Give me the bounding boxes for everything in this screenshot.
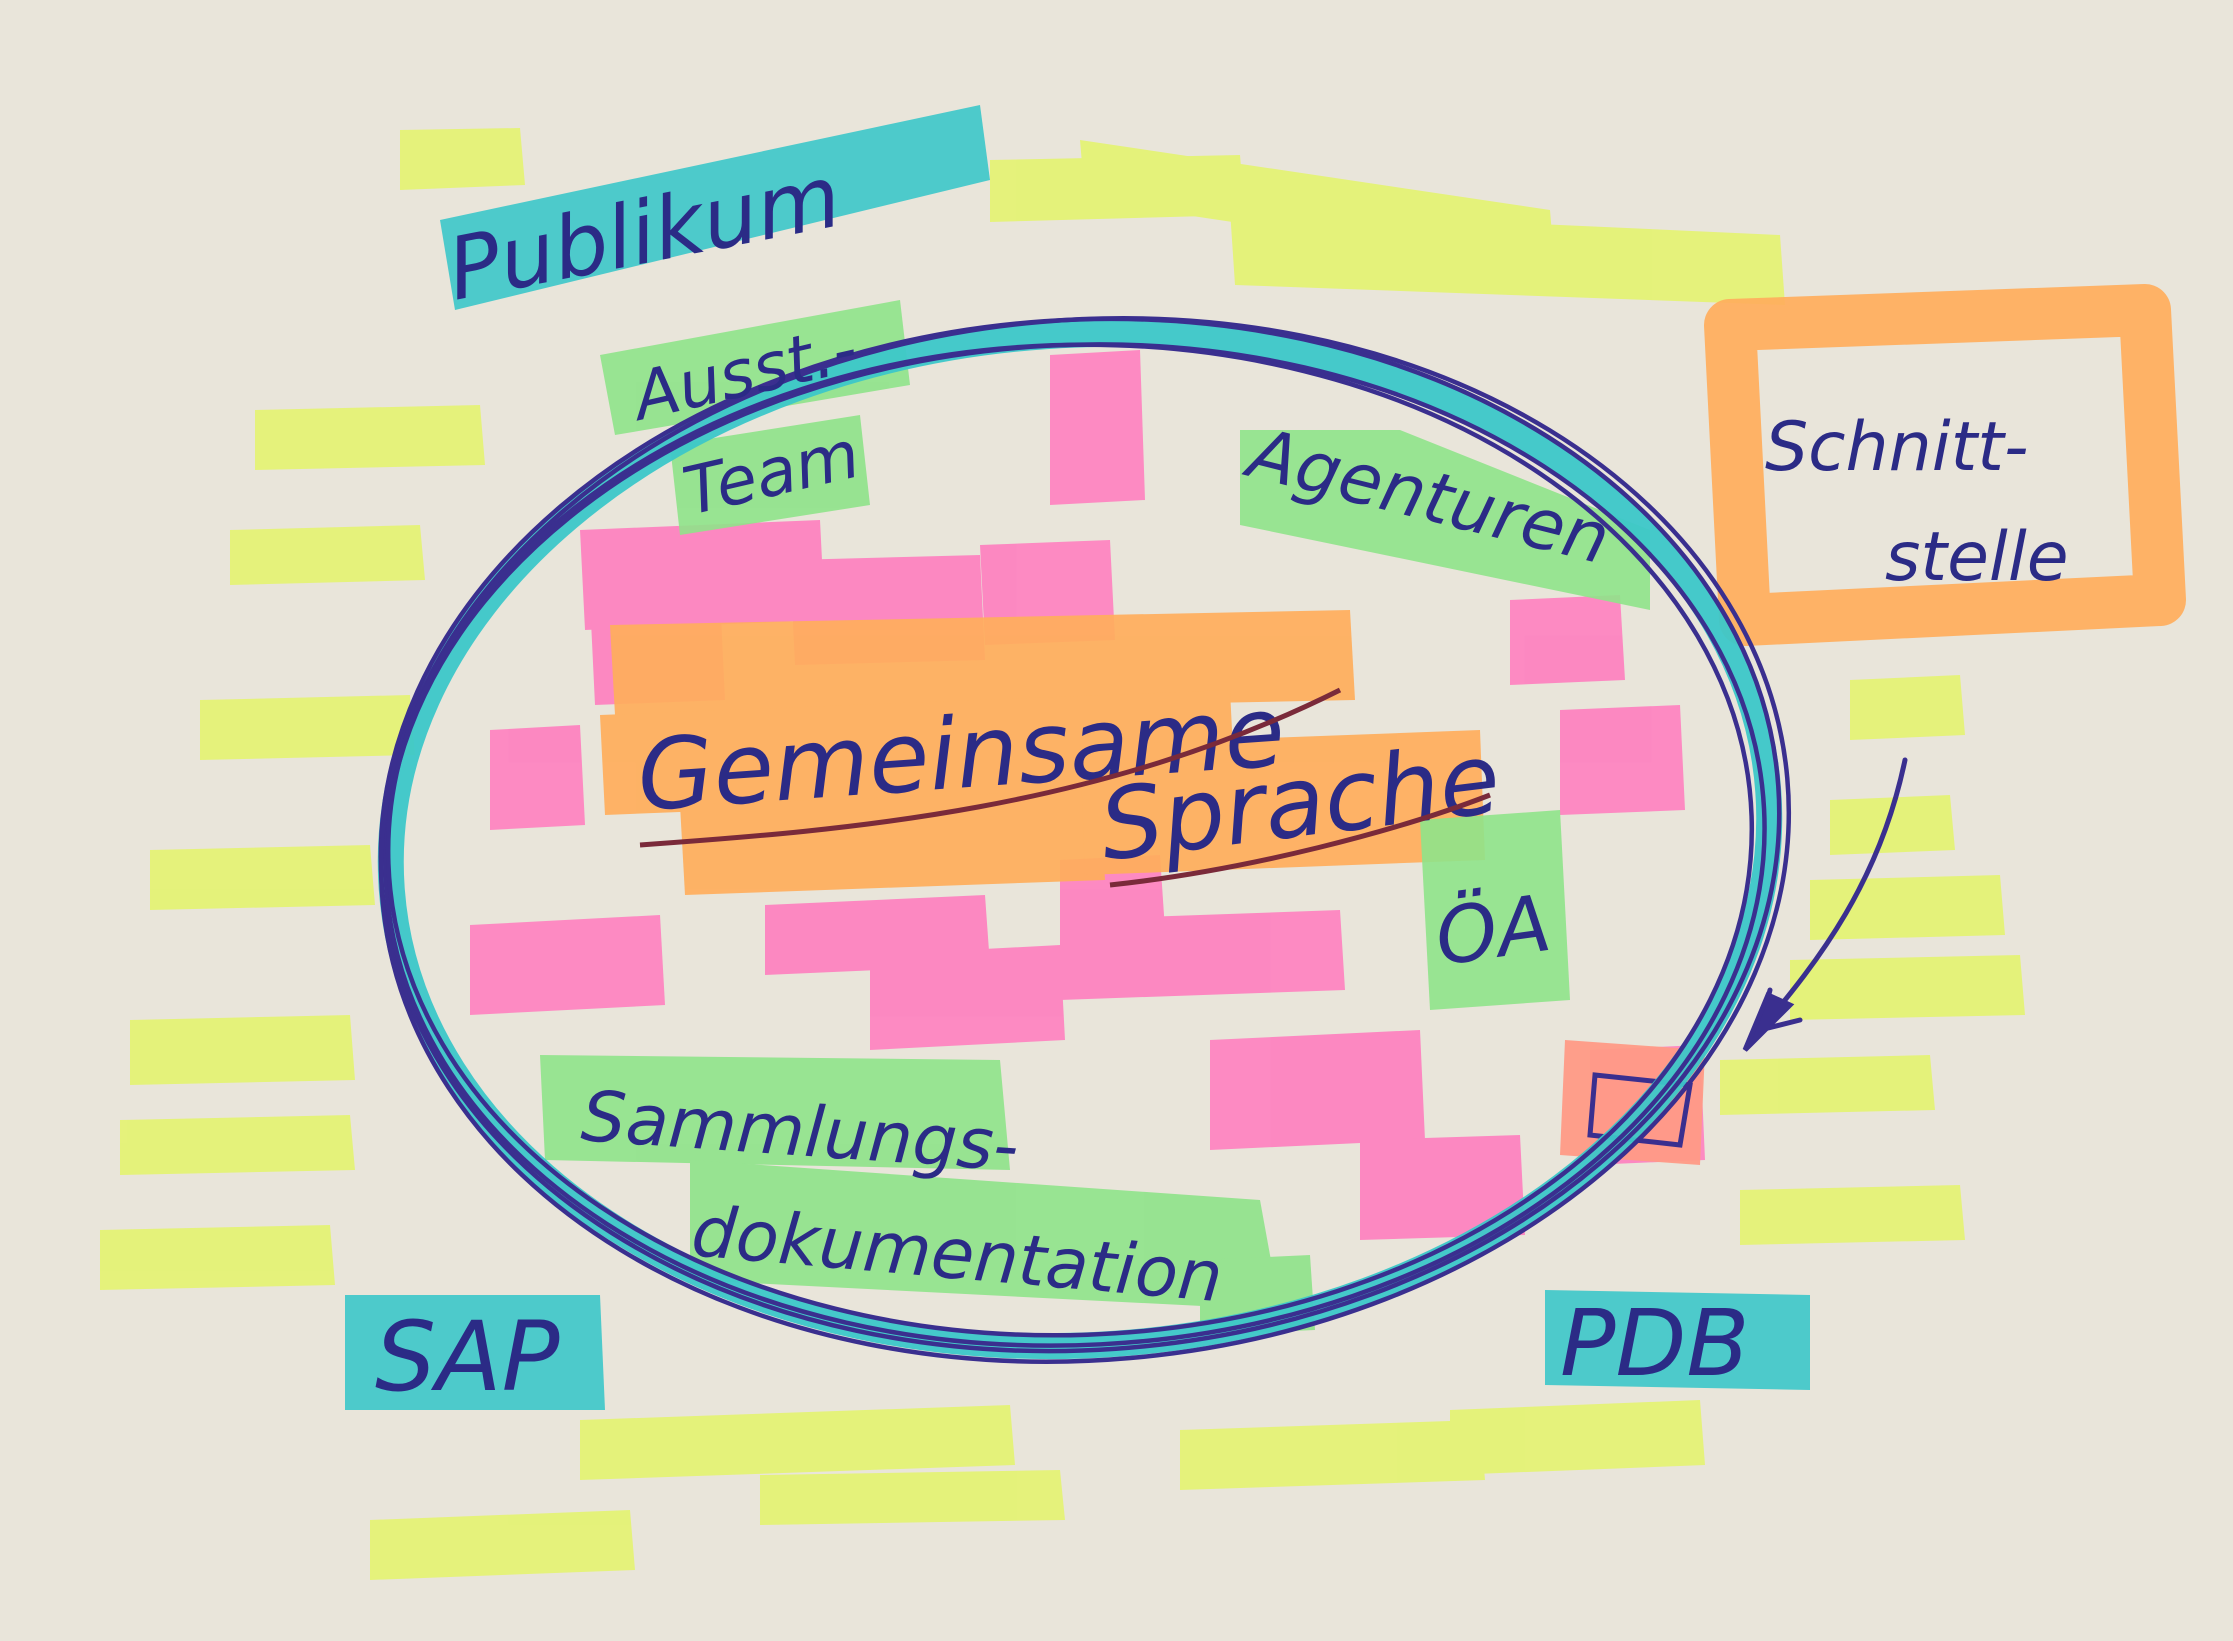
label-oea: ÖA [1430, 878, 1556, 984]
schnittstelle-box [1704, 284, 2186, 646]
label-schnittstelle-line2: stelle [1885, 518, 2069, 597]
teal-marker-strokes [345, 105, 1810, 1410]
green-marker-strokes [540, 300, 1650, 1335]
arrow-icon [1742, 757, 1908, 1052]
label-schnittstelle-line1: Schnitt- [1765, 408, 2029, 487]
sprache-underline [1109, 792, 1491, 888]
label-sap: SAP [375, 1301, 560, 1413]
orange-marker-strokes [600, 610, 1485, 895]
gemeinsame-underline [639, 687, 1342, 848]
ink-ellipses [378, 316, 1792, 1364]
yellow-marker-strokes [100, 128, 2025, 1580]
label-pdb: PDB [1560, 1290, 1749, 1397]
